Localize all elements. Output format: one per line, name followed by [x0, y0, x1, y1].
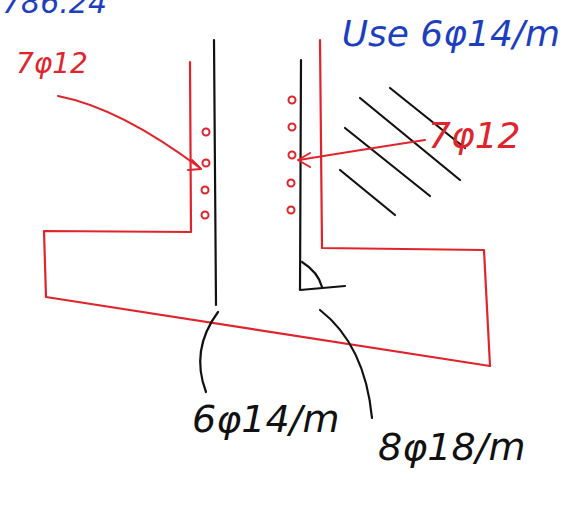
- rebar-label: 7φ12: [428, 118, 520, 154]
- design-note: Use 6φ14/m: [342, 16, 560, 52]
- concrete-outline: [44, 40, 490, 366]
- hatch-line: [340, 170, 395, 215]
- rebar-label: 7φ12: [16, 50, 88, 78]
- arrow-head: [298, 153, 310, 167]
- leader-arrow: [58, 96, 200, 168]
- rebar-dot: [203, 160, 210, 167]
- rebar-dot: [289, 124, 296, 131]
- rebar-dot: [202, 212, 209, 219]
- rebar-dot: [202, 187, 209, 194]
- arrow-head: [188, 160, 201, 170]
- rebar-label: 6φ14/m: [192, 400, 339, 438]
- rebar-dot: [289, 152, 296, 159]
- rebar-label: 8φ18/m: [378, 428, 525, 466]
- rebar-dot: [288, 180, 295, 187]
- rebar-line: [214, 40, 216, 305]
- leader-arrow: [299, 140, 425, 160]
- dimension-note: 786.24: [2, 0, 107, 18]
- rebar-dot: [203, 129, 210, 136]
- hook-mark: [302, 262, 322, 287]
- rebar-dot: [289, 97, 296, 104]
- rebar-line: [300, 60, 345, 290]
- rebar-dot: [288, 207, 295, 214]
- leader-line: [200, 312, 218, 392]
